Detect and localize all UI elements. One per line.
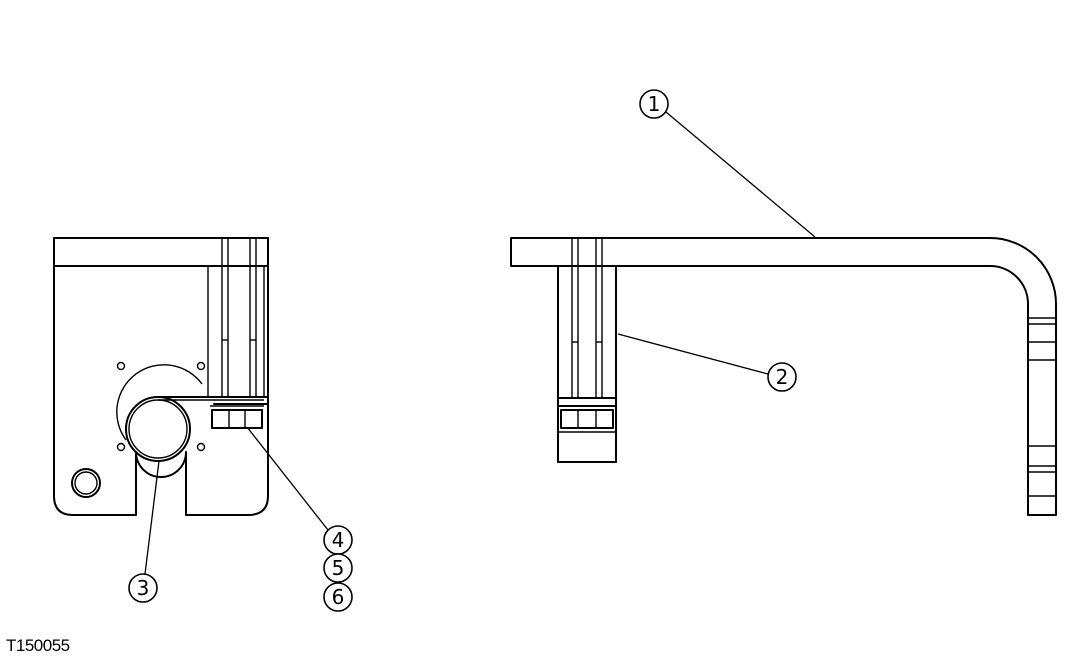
leader-line-3 (144, 460, 160, 575)
callout-3: 3 (128, 573, 158, 603)
figure-id: T150055 (6, 636, 70, 655)
leader-line-4 (246, 426, 329, 531)
callout-2: 2 (767, 362, 797, 392)
svg-text:4: 4 (332, 528, 345, 552)
callout-6: 6 (323, 582, 353, 612)
bearing-arc (116, 364, 203, 441)
clamp-plate (157, 396, 269, 405)
bolt-hole (116, 361, 126, 371)
u-bolt-clamp (557, 238, 617, 463)
leader-line-2 (617, 333, 769, 375)
svg-text:6: 6 (332, 585, 345, 609)
round-tube (125, 396, 191, 462)
bracket-front-view (53, 237, 269, 516)
nut-assembly (210, 405, 264, 429)
bent-bar (510, 237, 1057, 516)
mounting-hole (71, 468, 101, 498)
callout-5: 5 (323, 553, 353, 583)
bolt-hole (196, 361, 206, 371)
svg-text:5: 5 (332, 556, 345, 580)
bracket-plate (53, 265, 269, 516)
svg-text:2: 2 (776, 365, 789, 389)
leader-line-1 (665, 111, 816, 238)
callout-1: 1 (639, 89, 669, 119)
bracket-top-bar (53, 237, 269, 267)
bent-bar-side-view (510, 237, 1057, 516)
svg-text:3: 3 (137, 576, 150, 600)
bolt-hole (196, 442, 206, 452)
svg-text:1: 1 (648, 92, 661, 116)
callout-4: 4 (323, 525, 353, 555)
bolt-hole (116, 442, 126, 452)
